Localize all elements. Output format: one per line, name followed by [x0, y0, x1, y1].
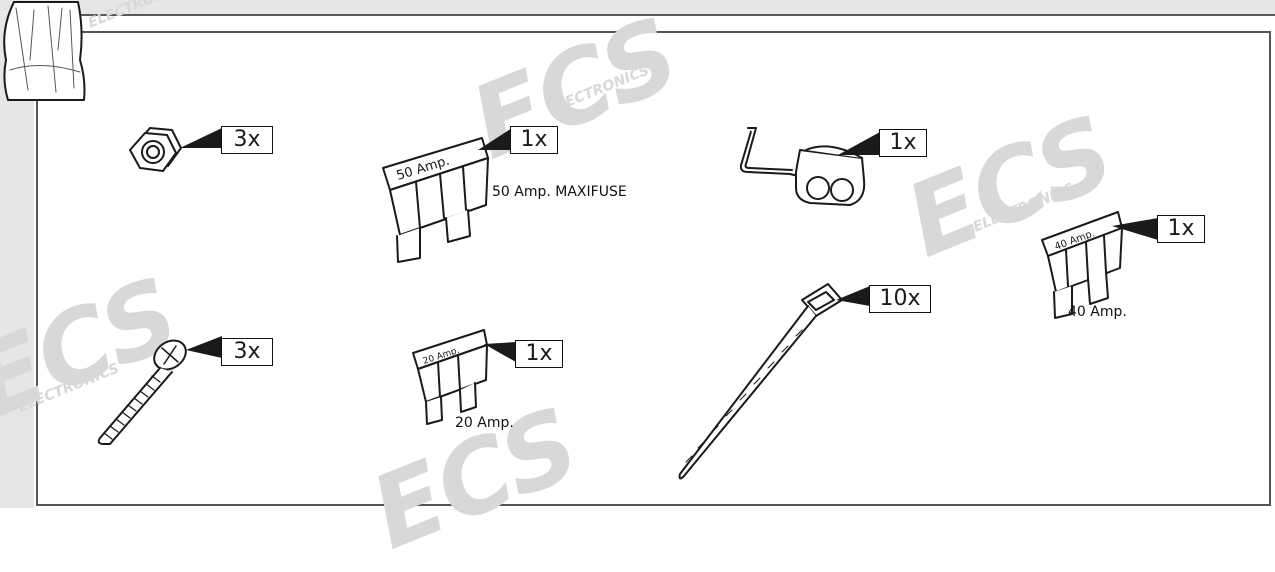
clip-icon [739, 127, 866, 206]
top-strip [34, 0, 1275, 16]
fuse-40-caption: 40 Amp. [1068, 304, 1127, 320]
fuse-20-caption: 20 Amp. [455, 415, 514, 431]
screw-icon [97, 339, 187, 445]
fuse-40-icon [1041, 211, 1123, 319]
nut-quantity: 3x [221, 126, 273, 154]
fuse-40-quantity: 1x [1157, 215, 1205, 243]
screw-quantity: 3x [221, 338, 273, 366]
fuse-20-icon [412, 329, 488, 425]
maxifuse-50-caption: 50 Amp. MAXIFUSE [492, 184, 627, 200]
fuse-20-leader [484, 342, 516, 362]
nut-icon [129, 127, 182, 172]
bag-icon [3, 1, 86, 101]
maxifuse-50-quantity: 1x [510, 126, 558, 154]
parts-illustration: 50 Amp. 40 Amp. 20 Amp. [3, 1, 1158, 480]
screw-leader [186, 336, 222, 358]
maxifuse-50-leader [478, 128, 512, 150]
fuse-20-quantity: 1x [515, 340, 563, 368]
cable-tie-quantity: 10x [869, 285, 931, 313]
maxifuse-50-icon [382, 137, 489, 263]
clip-quantity: 1x [879, 129, 927, 157]
nut-leader [180, 128, 222, 148]
fuse-40-leader [1112, 218, 1158, 240]
cable-tie-icon [678, 283, 843, 480]
cable-tie-leader [836, 286, 870, 306]
clip-leader [838, 132, 880, 155]
